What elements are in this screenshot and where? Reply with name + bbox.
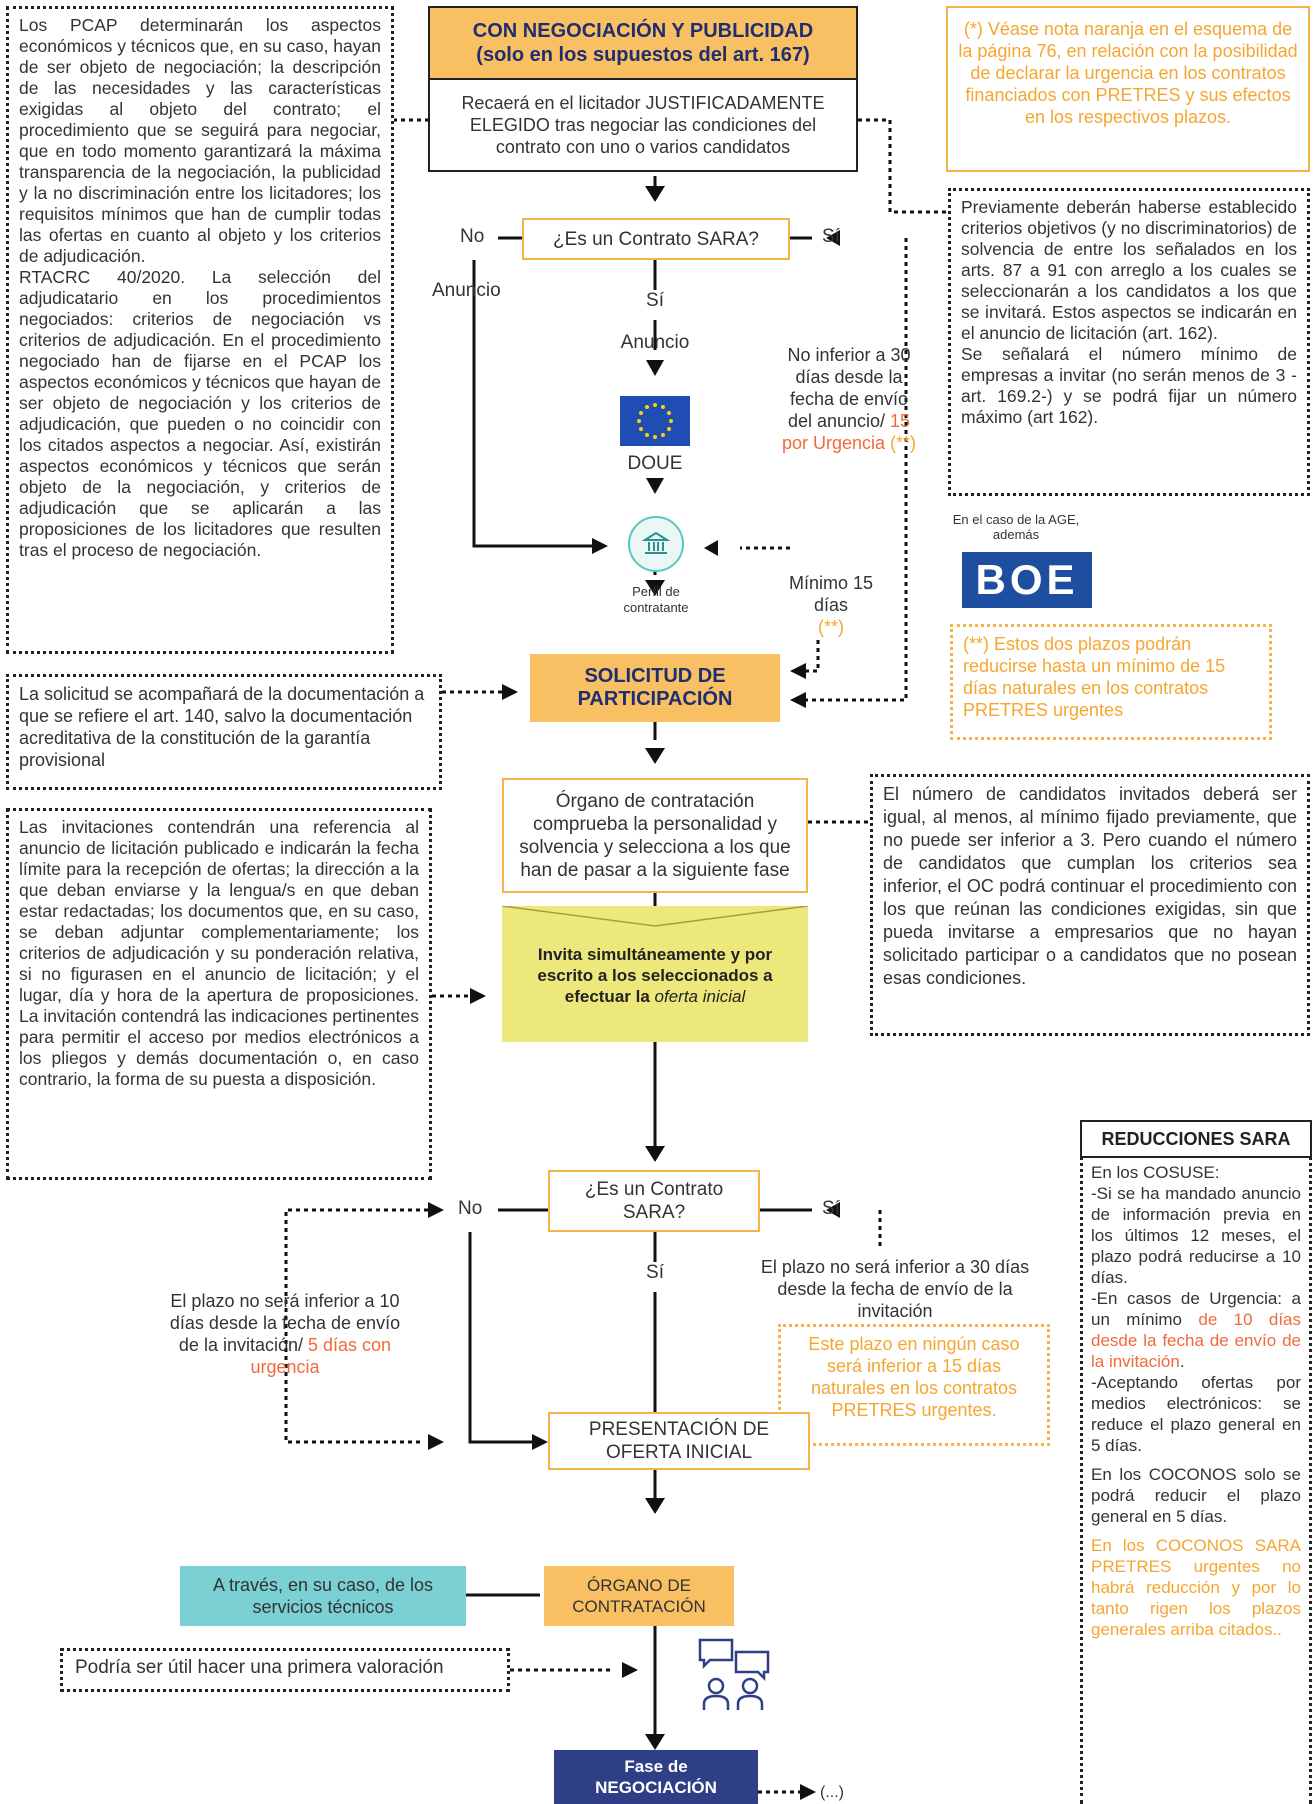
plazo10-text: El plazo no será inferior a 10 días desd… — [169, 1291, 401, 1355]
boe-logo: BOE — [962, 552, 1092, 608]
reducciones-p3: -Aceptando ofertas por medios electrónic… — [1091, 1373, 1301, 1455]
solicitud-note-text: La solicitud se acompañará de la documen… — [19, 684, 425, 770]
plazo30inv-note: El plazo no será inferior a 30 días desd… — [760, 1257, 1030, 1321]
title-line1: CON NEGOCIACIÓN Y PUBLICIDAD — [472, 20, 814, 42]
sara1-anuncio-center: Anuncio — [620, 332, 690, 353]
doue-label: DOUE — [627, 453, 683, 474]
plazo15-pretres-note: Este plazo en ningún caso será inferior … — [778, 1324, 1050, 1446]
invita-text: Invita simultáneamente y por escrito a l… — [514, 944, 796, 1007]
previamente-note: Previamente deberán haberse establecido … — [948, 188, 1310, 496]
sara2-si-down: Sí — [646, 1262, 664, 1283]
organo-comprueba-box: Órgano de contratación comprueba la pers… — [502, 778, 808, 893]
reducciones-p2: -En casos de Urgencia: a un mínimo de 10… — [1091, 1288, 1301, 1372]
pcap-note: Los PCAP determinarán los aspectos econó… — [6, 6, 394, 654]
invita-box: Invita simultáneamente y por escrito a l… — [502, 906, 808, 1042]
note-15dias: (**) Estos dos plazos podrán reducirse h… — [950, 624, 1272, 740]
note-urgencia-text: (*) Véase nota naranja en el esquema de … — [958, 19, 1298, 127]
minimo15-note: Mínimo 15 días (**) — [786, 572, 876, 638]
primera-valoracion-text: Podría ser útil hacer una primera valora… — [75, 1657, 444, 1678]
invitaciones-note: Las invitaciones contendrán una referenc… — [6, 808, 432, 1180]
note-urgencia: (*) Véase nota naranja en el esquema de … — [946, 6, 1310, 172]
reducciones-p2c: . — [1179, 1352, 1185, 1371]
sara1-question-text: ¿Es un Contrato SARA? — [553, 228, 759, 250]
meeting-icon — [696, 1636, 772, 1712]
invitaciones-note-text: Las invitaciones contendrán una referenc… — [19, 817, 419, 1089]
recaera-box: Recaerá en el licitador JUSTIFICADAMENTE… — [428, 78, 858, 172]
reducciones-pretres: En los COCONOS SARA PRETRES urgentes no … — [1091, 1536, 1301, 1639]
boe-logo-text: BOE — [975, 556, 1079, 603]
fase-negociacion-box: Fase de NEGOCIACIÓN — [554, 1750, 758, 1804]
institution-icon — [628, 516, 684, 572]
sara1-anuncio-left: Anuncio — [432, 280, 501, 301]
servicios-box: A través, en su caso, de los servicios t… — [180, 1566, 466, 1626]
sara1-si-down: Sí — [646, 290, 664, 311]
reducciones-title: REDUCCIONES SARA — [1080, 1120, 1312, 1158]
reducciones-title-text: REDUCCIONES SARA — [1101, 1128, 1291, 1149]
solicitud-note: La solicitud se acompañará de la documen… — [6, 674, 442, 790]
eu-flag-icon — [620, 396, 690, 446]
plazo10-note: El plazo no será inferior a 10 días desd… — [160, 1290, 410, 1378]
fase-text: Fase de NEGOCIACIÓN — [595, 1757, 717, 1797]
plazo30-text: No inferior a 30 días desde la fecha de … — [787, 345, 911, 431]
fase-next-label: (...) — [820, 1784, 844, 1801]
solicitud-box: SOLICITUD DE PARTICIPACIÓN — [530, 654, 780, 722]
recaera-text: Recaerá en el licitador JUSTIFICADAMENTE… — [461, 93, 825, 157]
presentacion-box: PRESENTACIÓN DE OFERTA INICIAL — [548, 1412, 810, 1470]
sara1-si-right: Sí — [822, 226, 840, 247]
previamente-text: Previamente deberán haberse establecido … — [961, 197, 1297, 343]
organo-text: ÓRGANO DE CONTRATACIÓN — [572, 1576, 706, 1616]
sara2-no-label: No — [458, 1198, 483, 1219]
numero-candidatos-text: El número de candidatos invitados deberá… — [883, 784, 1297, 988]
reducciones-cosuse: En los COSUSE: — [1091, 1163, 1220, 1182]
reducciones-p2b: de 10 días desde la fecha de envío de la… — [1091, 1310, 1301, 1371]
plazo30-note: No inferior a 30 días desde la fecha de … — [778, 344, 920, 454]
solicitud-text: SOLICITUD DE PARTICIPACIÓN — [577, 665, 733, 710]
sara1-question: ¿Es un Contrato SARA? — [522, 218, 790, 260]
sara2-si-right: Sí — [822, 1198, 840, 1219]
sara1-no-label: No — [460, 226, 485, 247]
reducciones-panel: En los COSUSE: -Si se ha mandado anuncio… — [1080, 1156, 1312, 1804]
sara2-question-text: ¿Es un Contrato SARA? — [584, 1179, 724, 1223]
plazo30-asterisk: (**) — [890, 433, 917, 453]
pcap-text: Los PCAP determinarán los aspectos econó… — [19, 15, 381, 266]
organo-comprueba-text: Órgano de contratación comprueba la pers… — [519, 790, 791, 881]
plazo30-urgencia: 15 por Urgencia — [781, 411, 911, 453]
reducciones-p2a: -En casos de Urgencia: a un mínimo — [1091, 1289, 1301, 1329]
senalara-text: Se señalará el número mínimo de empresas… — [961, 344, 1297, 427]
note-15dias-text: (**) Estos dos plazos podrán reducirse h… — [963, 634, 1226, 720]
invita-italic: oferta inicial — [654, 987, 746, 1006]
reducciones-coconos: En los COCONOS solo se podrá reducir el … — [1091, 1465, 1301, 1526]
minimo15-asterisk: (**) — [818, 617, 844, 637]
plazo10-urgencia: 5 días con urgencia — [250, 1335, 392, 1377]
organo-box: ÓRGANO DE CONTRATACIÓN — [544, 1566, 734, 1626]
perfil-label: Perfil de contratante — [623, 584, 689, 615]
sara2-question: ¿Es un Contrato SARA? — [548, 1170, 760, 1232]
title-line2: (solo en los supuestos del art. 167) — [476, 44, 810, 66]
rtacrc-text: RTACRC 40/2020. La selección del adjudic… — [19, 267, 381, 560]
title-header: CON NEGOCIACIÓN Y PUBLICIDAD (solo en lo… — [428, 6, 858, 80]
plazo15-pretres-text: Este plazo en ningún caso será inferior … — [808, 1334, 1020, 1420]
presentacion-text: PRESENTACIÓN DE OFERTA INICIAL — [588, 1419, 770, 1463]
reducciones-p1: -Si se ha mandado anuncio de información… — [1091, 1184, 1301, 1287]
age-label: En el caso de la AGE, además — [952, 512, 1080, 542]
numero-candidatos-note: El número de candidatos invitados deberá… — [870, 774, 1310, 1036]
servicios-text: A través, en su caso, de los servicios t… — [212, 1575, 434, 1617]
invita-line1: Invita simultáneamente y por escrito a l… — [537, 945, 773, 1006]
minimo15-text: Mínimo 15 días — [788, 573, 874, 615]
primera-valoracion-note: Podría ser útil hacer una primera valora… — [60, 1648, 510, 1692]
